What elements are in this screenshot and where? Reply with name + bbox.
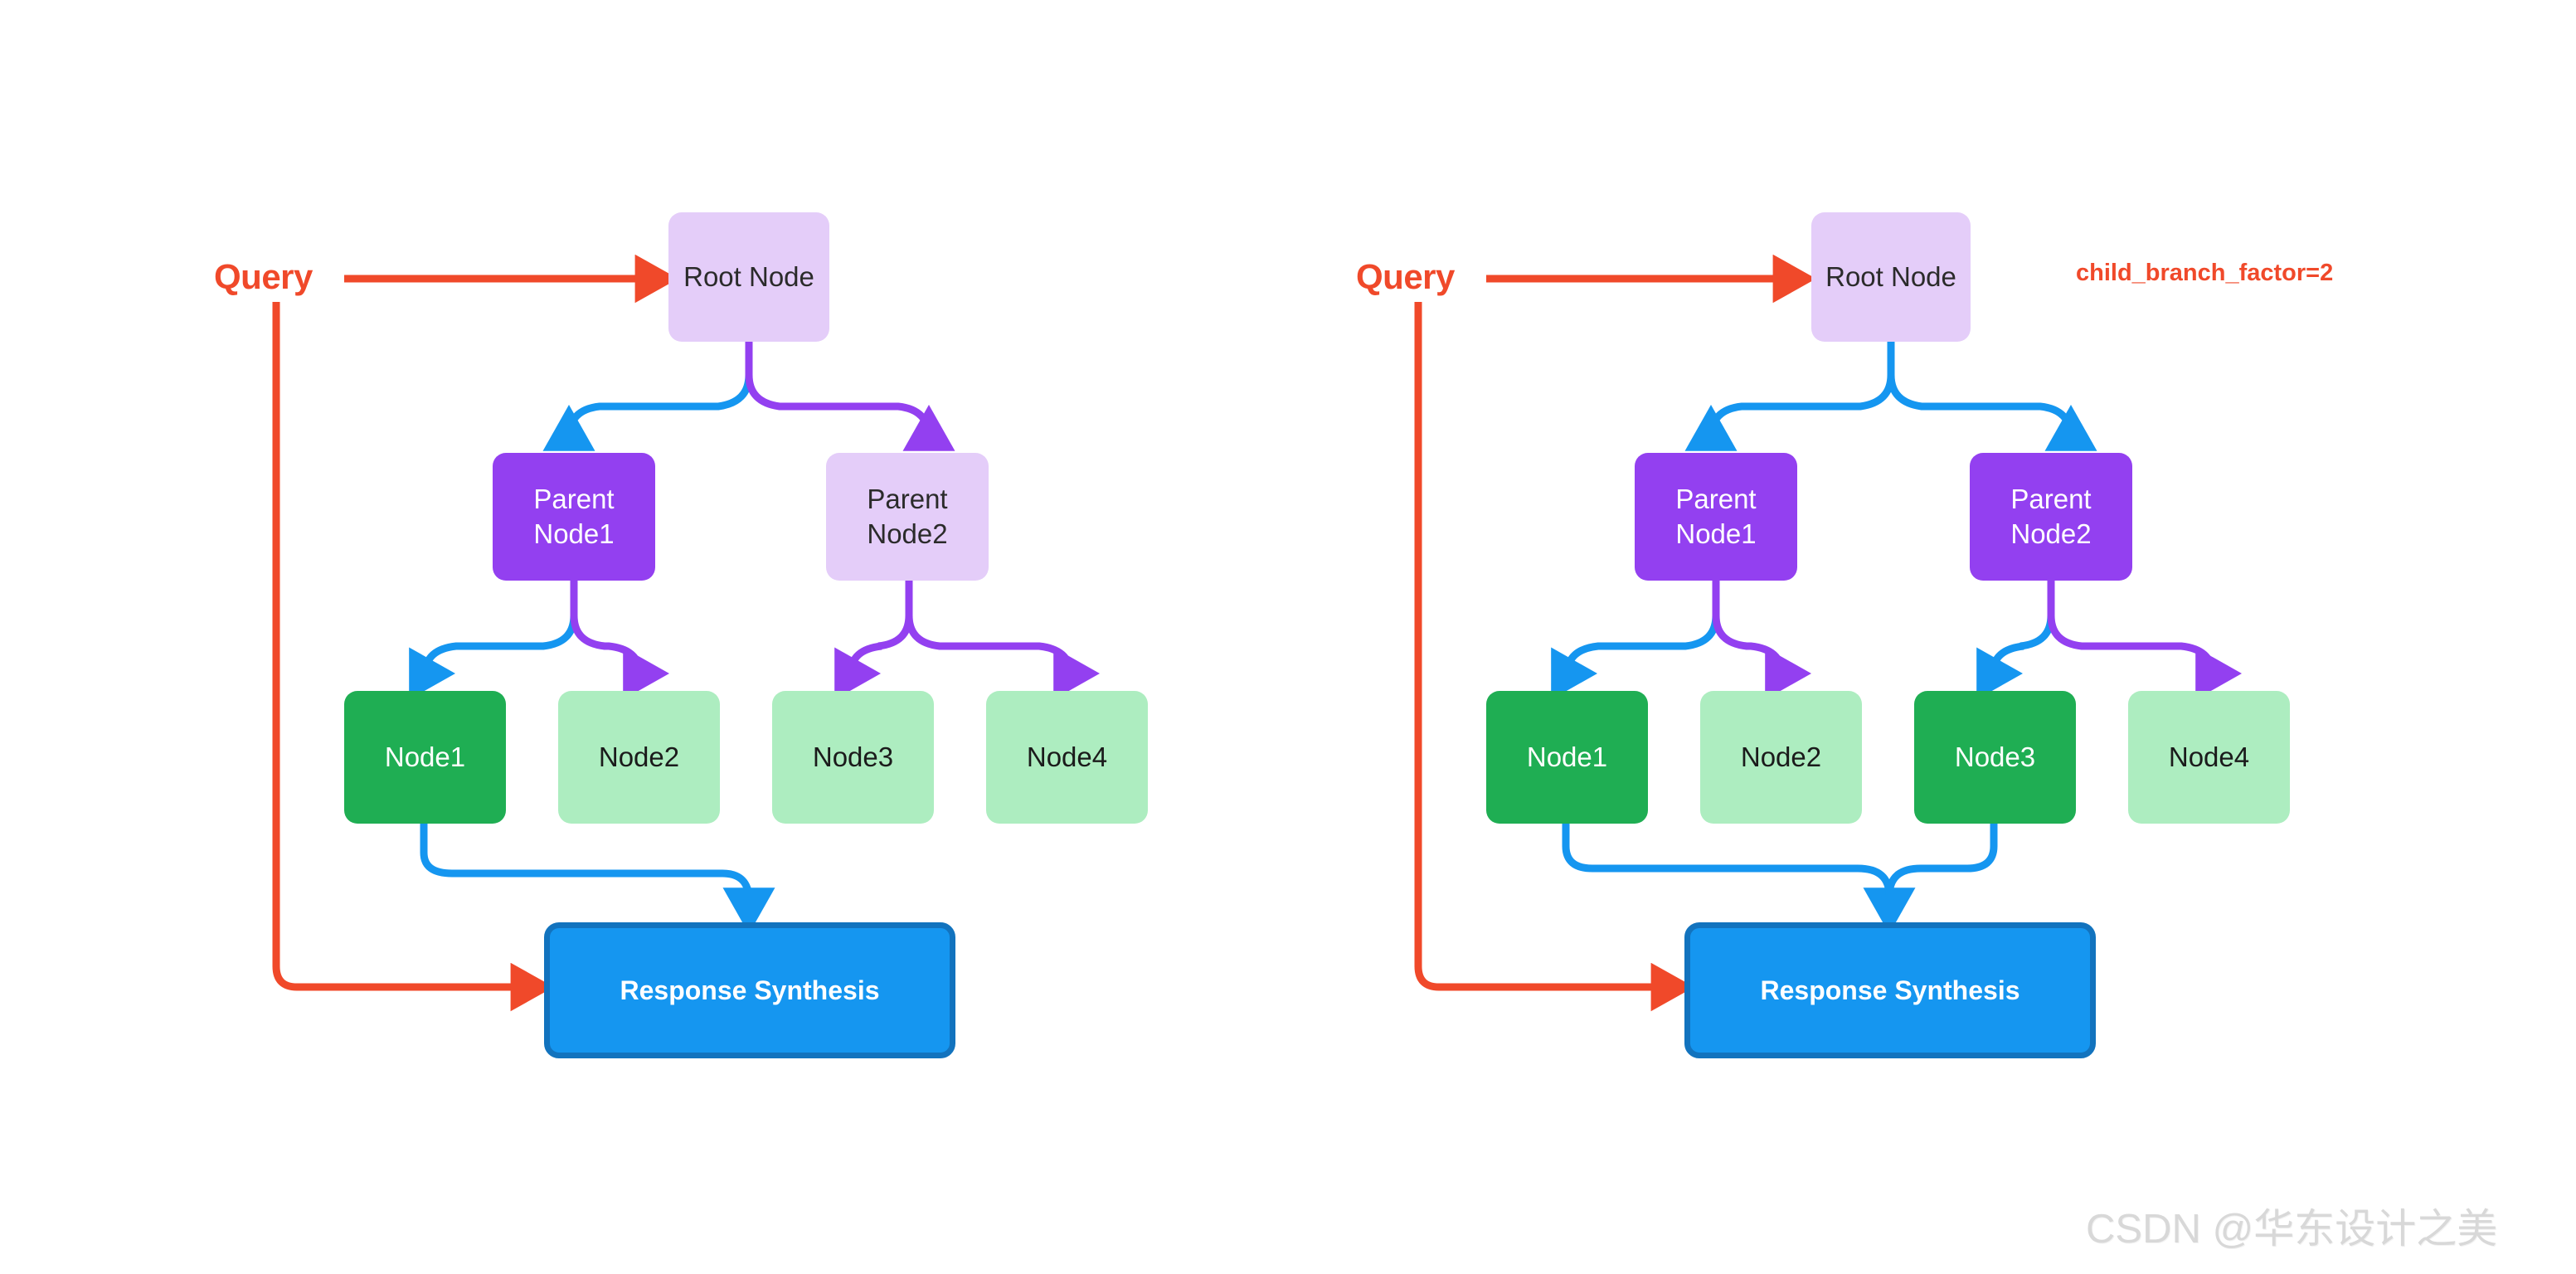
right-parent1-to-node1-arrow (1541, 581, 1720, 703)
right-parent2-to-node3-arrow (1966, 581, 2055, 703)
right-leaf-node-2[interactable]: Node2 (1700, 691, 1862, 824)
left-parent-node-1[interactable]: Parent Node1 (493, 453, 655, 581)
left-leaf-node-1[interactable]: Node1 (344, 691, 506, 824)
right-parent2-to-node4-arrow (2047, 581, 2238, 703)
left-leaf-node-3[interactable]: Node3 (772, 691, 934, 824)
left-root-to-parent2-arrow (745, 342, 955, 451)
right-leaf-node-1[interactable]: Node1 (1486, 691, 1648, 824)
left-query-to-synthesis-arrow (272, 302, 554, 1012)
left-parent1-to-node1-arrow (399, 581, 578, 703)
right-query-label: Query (1356, 257, 1455, 296)
right-leaf-node-3[interactable]: Node3 (1914, 691, 2076, 824)
right-node3-to-synthesis-arrow (1885, 824, 1998, 897)
left-node1-to-synthesis-arrow (420, 824, 775, 934)
right-response-synthesis-node[interactable]: Response Synthesis (1684, 922, 2096, 1058)
right-root-to-parent1-arrow (1684, 342, 1895, 451)
csdn-watermark: CSDN @华东设计之美 (2086, 1207, 2498, 1252)
left-root-to-parent1-arrow (542, 342, 753, 451)
left-root-node[interactable]: Root Node (668, 212, 829, 342)
left-leaf-node-2[interactable]: Node2 (558, 691, 720, 824)
right-node1-to-synthesis-arrow (1562, 824, 1916, 934)
left-query-label: Query (214, 257, 313, 296)
left-parent-node-2[interactable]: Parent Node2 (826, 453, 989, 581)
right-leaf-node-4[interactable]: Node4 (2128, 691, 2290, 824)
left-leaf-node-4[interactable]: Node4 (986, 691, 1148, 824)
right-query-to-synthesis-arrow (1414, 302, 1694, 1012)
right-root-node[interactable]: Root Node (1811, 212, 1971, 342)
left-response-synthesis-node[interactable]: Response Synthesis (544, 922, 955, 1058)
right-parent1-to-node2-arrow (1712, 581, 1808, 703)
right-root-to-parent2-arrow (1887, 342, 2097, 451)
left-parent2-to-node3-arrow (824, 581, 913, 703)
child-branch-factor-label: child_branch_factor=2 (2076, 260, 2334, 286)
right-parent-node-2[interactable]: Parent Node2 (1970, 453, 2132, 581)
right-parent-node-1[interactable]: Parent Node1 (1635, 453, 1797, 581)
left-parent2-to-node4-arrow (905, 581, 1096, 703)
left-parent1-to-node2-arrow (570, 581, 666, 703)
